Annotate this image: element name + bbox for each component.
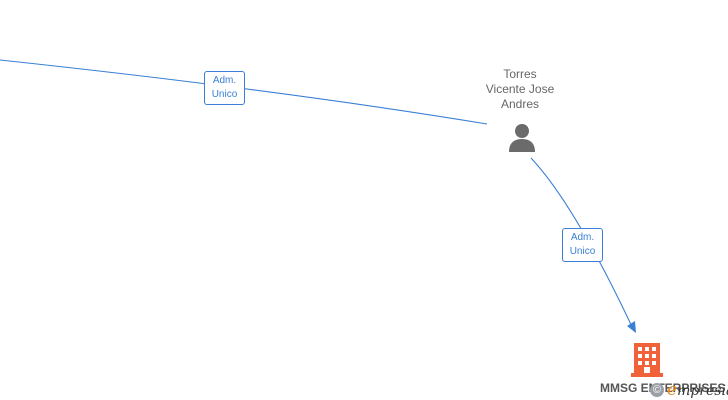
person-node-name[interactable]: Torres Vicente Jose Andres (470, 67, 570, 112)
edge-line-to-company (530, 157, 635, 332)
brand-rest: mpresia (677, 383, 728, 399)
arrowhead-icon (627, 321, 636, 333)
edge-label-line: Adm. (570, 232, 595, 243)
building-icon[interactable] (631, 343, 663, 377)
edge-line-incoming (0, 59, 488, 125)
copyright-icon: © (650, 383, 664, 397)
watermark: ©empresia (650, 380, 728, 400)
person-name-line: Andres (500, 97, 540, 111)
edge-label-to-company[interactable]: Adm. Unico (562, 228, 603, 262)
edge-label-line: Unico (569, 246, 596, 257)
person-name-line: Torres (503, 67, 537, 81)
brand-initial: e (667, 380, 678, 400)
brand-logo: empresia (667, 380, 728, 400)
edge-label-line: Unico (211, 89, 238, 100)
person-icon[interactable] (507, 122, 537, 152)
person-name-line: Vicente Jose (485, 82, 555, 96)
edge-label-line: Adm. (212, 75, 237, 86)
edge-label-incoming[interactable]: Adm. Unico (204, 71, 245, 105)
